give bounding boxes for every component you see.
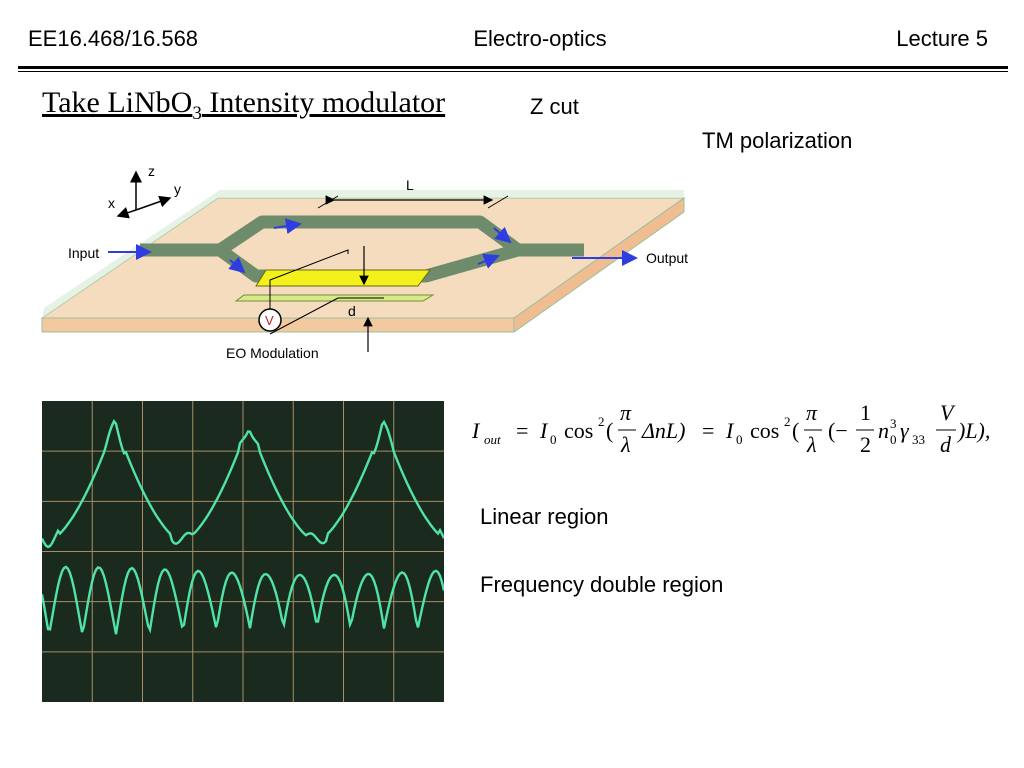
eq-pi2: π [806,400,818,425]
ground-electrode [234,294,435,302]
eq-amp2-sub: 0 [736,432,743,447]
lecture-number: Lecture 5 [896,26,988,51]
frequency-double-trace [42,565,444,635]
slide-title: Take LiNbO3 Intensity modulator [42,86,445,125]
eq-tail: )L), [956,418,990,443]
eq-pi: π [620,400,632,425]
eq-lhs-sub: out [484,432,501,447]
length-tick-right [487,195,509,209]
modulator-diagram: z y x L Input Output d V EO Modulation [40,163,688,361]
lecture-topic: Electro-optics [473,26,607,51]
axis-y-label: y [174,181,181,197]
eq-amp-sub: 0 [550,432,557,447]
axes [116,170,172,219]
eq-equals-2: = [702,418,714,443]
eq-lambda2: λ [806,432,817,457]
eq-delta-nl: ΔnL) [641,418,685,443]
title-before: Take LiNbO [42,86,193,119]
modulation-label: EO Modulation [226,345,319,361]
eq-amp2: I [725,418,735,443]
eq-cos: cos [564,418,593,443]
header-rule-thin [18,71,1008,72]
linear-region-trace [42,419,444,549]
cut-note: Z cut [530,94,579,119]
eq-cos2: cos [750,418,779,443]
polarization-note: TM polarization [702,128,853,153]
voltage-source-icon [258,308,282,332]
eq-v: V [940,400,956,425]
eq-paren-open: ( [606,418,613,443]
scope-grid [42,401,444,702]
course-code: EE16.468/16.568 [28,26,199,51]
modulation-wire [269,249,349,318]
eq-d: d [940,432,952,457]
header-rule-thick [18,66,1008,69]
modulation-wire-ground [269,297,339,335]
eq-equals-1: = [516,418,528,443]
length-label: L [406,177,414,193]
eq-cos2-sup: 2 [784,414,791,429]
eq-two: 2 [860,432,871,457]
axis-z-label: z [148,163,155,179]
input-label: Input [68,245,99,261]
light-arrows [108,218,638,274]
axis-x-label: x [108,195,115,211]
eq-paren-open3: (− [828,418,848,443]
title-subscript: 3 [192,103,202,124]
eq-n-sup: 3 [890,416,897,431]
eq-gamma: γ [900,418,910,443]
eq-lambda: λ [620,432,631,457]
eq-paren-open2: ( [792,418,799,443]
linear-region-label: Linear region [480,504,609,529]
gap-label: d [348,303,356,319]
voltage-source-symbol: V [265,313,274,328]
eq-amp: I [539,418,549,443]
eq-lhs: I [471,418,481,443]
substrate-side-right [513,197,685,333]
eq-n-sub: 0 [890,432,897,447]
eq-one: 1 [860,400,871,425]
eq-gamma-sub: 33 [912,432,925,447]
eq-n: n [878,418,889,443]
frequency-double-label: Frequency double region [480,572,724,597]
title-after: Intensity modulator [201,86,446,119]
oscilloscope-photo [42,401,444,702]
intensity-equation: I out = I 0 cos 2 ( π λ ΔnL) = I 0 cos 2… [471,400,990,457]
output-label: Output [646,250,688,266]
signal-electrode [255,269,431,287]
eq-cos-sup: 2 [598,414,605,429]
